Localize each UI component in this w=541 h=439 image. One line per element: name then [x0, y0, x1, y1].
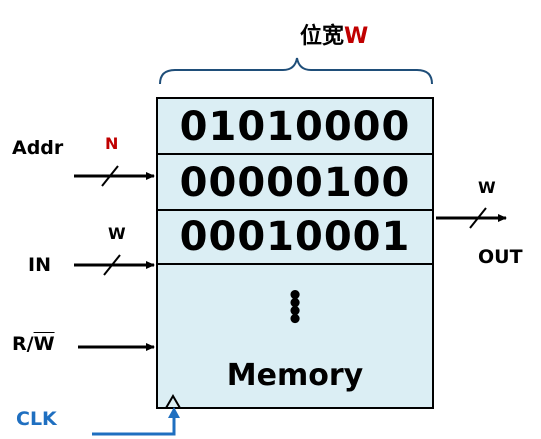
addr-bus-width: N: [105, 134, 119, 153]
addr-label: Addr: [12, 137, 64, 159]
in-label: IN: [28, 254, 51, 276]
clk-line: [92, 412, 176, 436]
clk-arrowhead: [168, 407, 180, 418]
clk-label: CLK: [16, 408, 57, 430]
bus-width-symbol: W: [344, 24, 369, 49]
bus-width-title: 位宽W: [300, 18, 368, 50]
memory-row-2: 00010001: [179, 214, 411, 260]
rw-label-prefix: R/: [12, 333, 34, 355]
rw-label: R/W: [12, 333, 55, 355]
bus-width-brace: [159, 57, 433, 85]
row-divider: [156, 153, 434, 155]
out-label: OUT: [478, 246, 523, 268]
memory-row-1: 00000100: [179, 160, 411, 206]
in-bus-slash: [103, 254, 121, 276]
row-divider: [156, 209, 434, 211]
memory-block: [156, 97, 434, 409]
clock-triangle-icon: [165, 394, 181, 409]
in-bus-width: W: [108, 224, 126, 243]
row-divider: [156, 263, 434, 265]
bus-width-title-text: 位宽: [300, 24, 345, 49]
memory-label: Memory: [226, 358, 364, 393]
addr-bus-slash: [101, 165, 119, 187]
out-bus-width: W: [478, 178, 496, 197]
rw-label-write-bar: W: [33, 333, 55, 355]
out-bus-slash: [469, 207, 487, 229]
memory-row-0: 01010000: [179, 104, 411, 150]
